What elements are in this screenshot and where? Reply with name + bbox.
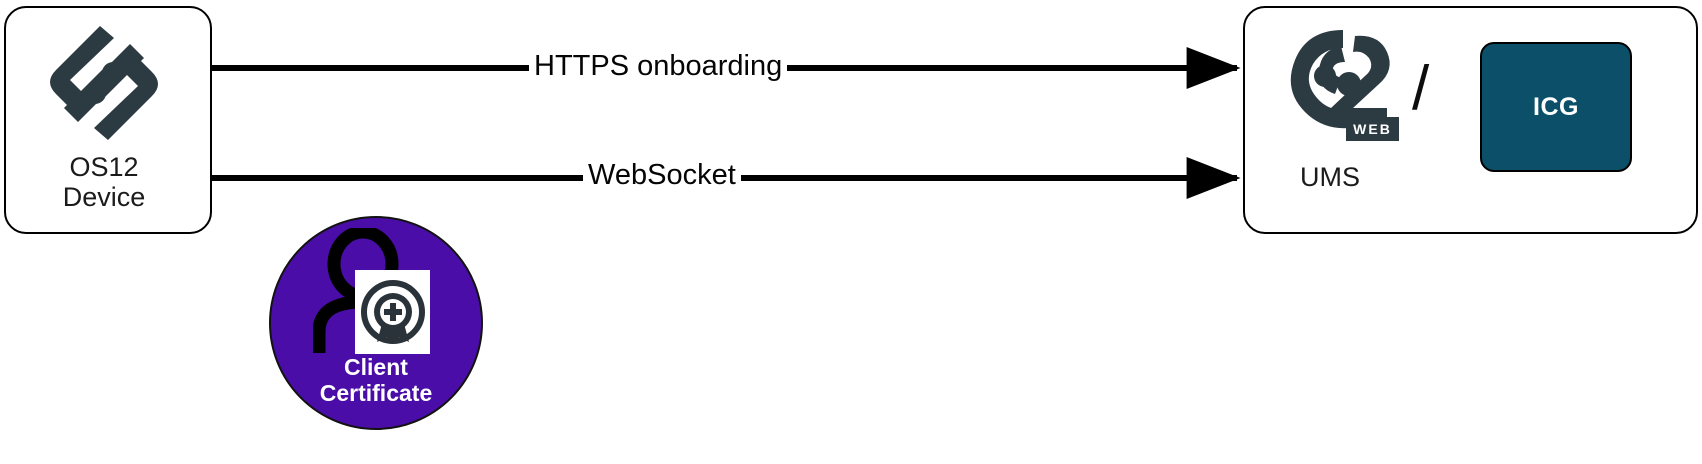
ums-web-badge: WEB [1346,117,1399,141]
icg-badge-label: ICG [1533,92,1579,121]
edge-label-https-onboarding: HTTPS onboarding [529,50,788,82]
certificate-medal-icon [355,270,430,354]
client-certificate-label: Client Certificate [319,354,433,406]
icg-badge[interactable]: ICG [1480,42,1632,172]
node-ums-label: UMS [1300,162,1360,192]
ums-web-logo-icon [1290,30,1390,129]
edge-label-websocket: WebSocket [583,159,741,191]
node-os12-device-label: OS12 Device [62,152,146,212]
ums-icg-separator: / [1412,54,1430,123]
os12-chain-logo-icon [50,26,158,140]
